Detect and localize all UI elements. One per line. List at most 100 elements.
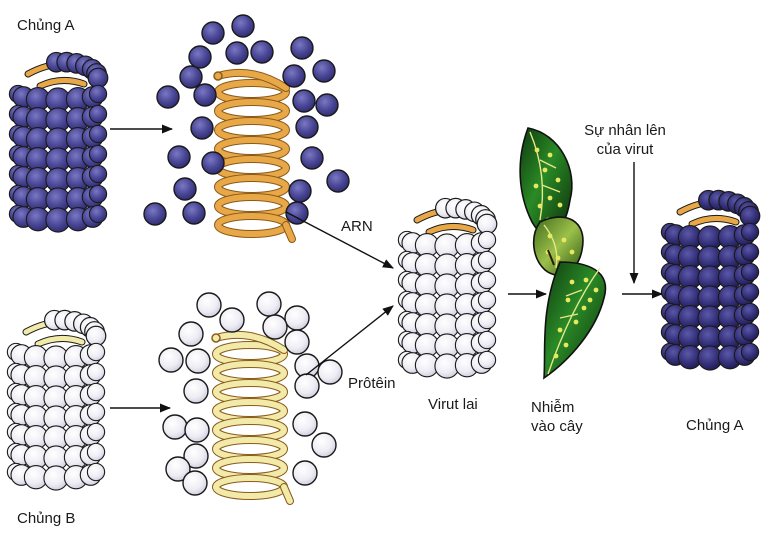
free-capsomere-purple: [300, 146, 324, 170]
free-capsomere-purple: [173, 177, 197, 201]
infection-spot: [573, 319, 579, 325]
capsomere: [477, 230, 497, 250]
capsomere: [740, 222, 760, 242]
free-capsomere-purple: [285, 201, 309, 225]
capsomere: [477, 350, 497, 370]
label-rna: ARN: [341, 218, 373, 235]
infection-spot: [547, 195, 553, 201]
infection-spot: [557, 202, 563, 208]
capsomere: [86, 342, 106, 362]
leaf-vein: [543, 224, 558, 269]
capsomere: [88, 124, 108, 144]
leaf-top: [519, 127, 573, 237]
infection-spot: [583, 277, 589, 283]
capsomere: [477, 310, 497, 330]
infection-spot: [587, 297, 593, 303]
label-protein: Prôtêin: [348, 375, 396, 392]
free-capsomere-white: [256, 291, 282, 317]
label-hybrid-virus: Virut lai: [428, 396, 478, 413]
label-infect-line1: Nhiễm: [531, 399, 575, 416]
free-capsomere-white: [178, 321, 204, 347]
infection-spot: [565, 297, 571, 303]
infection-spot: [581, 305, 587, 311]
capsomere: [477, 270, 497, 290]
infection-spot: [547, 233, 553, 239]
capsomere: [86, 442, 106, 462]
free-capsomere-white: [183, 378, 209, 404]
strain-a-result-virus: [660, 189, 761, 371]
infection-spot: [553, 353, 559, 359]
label-strain-a-result: Chủng A: [686, 417, 744, 434]
free-capsomere-purple: [225, 41, 249, 65]
free-capsomere-purple: [156, 85, 180, 109]
label-replication-line2: của virut: [596, 141, 654, 158]
free-capsomere-purple: [250, 40, 274, 64]
free-capsomere-white: [165, 456, 191, 482]
free-capsomere-purple: [167, 145, 191, 169]
leaf-vein: [529, 131, 561, 221]
free-capsomere-purple: [182, 201, 206, 225]
strain-b-rna-helix: [211, 330, 294, 505]
label-strain-a: Chủng A: [17, 17, 75, 34]
infection-spot: [537, 203, 543, 209]
capsomere: [740, 242, 760, 262]
free-capsomere-purple: [201, 151, 225, 175]
label-strain-b: Chủng B: [17, 510, 76, 527]
free-capsomere-white: [219, 307, 245, 333]
capsomere: [477, 250, 497, 270]
leaf-stem: [547, 249, 555, 266]
capsomere: [740, 262, 760, 282]
arrow-rna-to-hybrid: [285, 211, 394, 269]
free-capsomere-white: [294, 373, 320, 399]
free-capsomere-white: [262, 314, 288, 340]
capsomere: [477, 290, 497, 310]
free-capsomere-purple: [282, 64, 306, 88]
free-capsomere-white: [284, 305, 310, 331]
free-capsomere-purple: [290, 36, 314, 60]
infection-spot: [569, 249, 575, 255]
capsomere: [86, 422, 106, 442]
free-capsomere-white: [158, 347, 184, 373]
free-capsomere-purple: [312, 59, 336, 83]
capsomere: [477, 330, 497, 350]
free-capsomere-white: [292, 411, 318, 437]
free-capsomere-white: [184, 417, 210, 443]
free-capsomere-purple: [295, 115, 319, 139]
infection-spot: [533, 183, 539, 189]
free-capsomere-white: [292, 460, 318, 486]
free-capsomere-white: [182, 470, 208, 496]
rna-coil: [215, 213, 289, 237]
leaf-vein: [547, 267, 601, 375]
free-capsomere-purple: [179, 65, 203, 89]
infection-spot: [563, 342, 569, 348]
infection-spot: [555, 177, 561, 183]
capsomere: [740, 282, 760, 302]
leaf-middle: [532, 216, 584, 276]
free-capsomere-white: [284, 329, 310, 355]
free-capsomere-purple: [190, 116, 214, 140]
free-capsomere-white: [317, 359, 343, 385]
infection-spot: [593, 287, 599, 293]
label-infect-line2: vào cây: [531, 418, 583, 435]
capsomere: [88, 184, 108, 204]
rna-coil: [213, 475, 287, 499]
capsomere: [88, 104, 108, 124]
free-capsomere-purple: [188, 45, 212, 69]
strain-b-virus: [6, 309, 107, 491]
infection-spot: [569, 279, 575, 285]
capsomere: [86, 462, 106, 482]
infection-spot: [555, 255, 561, 261]
infection-spot: [557, 327, 563, 333]
capsomere: [86, 382, 106, 402]
capsomere: [740, 302, 760, 322]
free-capsomere-purple: [288, 179, 312, 203]
label-replication-line1: Sự nhân lên: [584, 122, 666, 139]
infection-spot: [561, 237, 567, 243]
free-capsomere-white: [311, 432, 337, 458]
capsomere: [88, 164, 108, 184]
hybrid-virus: [397, 197, 498, 379]
free-capsomere-white: [196, 292, 222, 318]
strain-a-rna-helix: [213, 68, 296, 243]
capsomere: [740, 322, 760, 342]
